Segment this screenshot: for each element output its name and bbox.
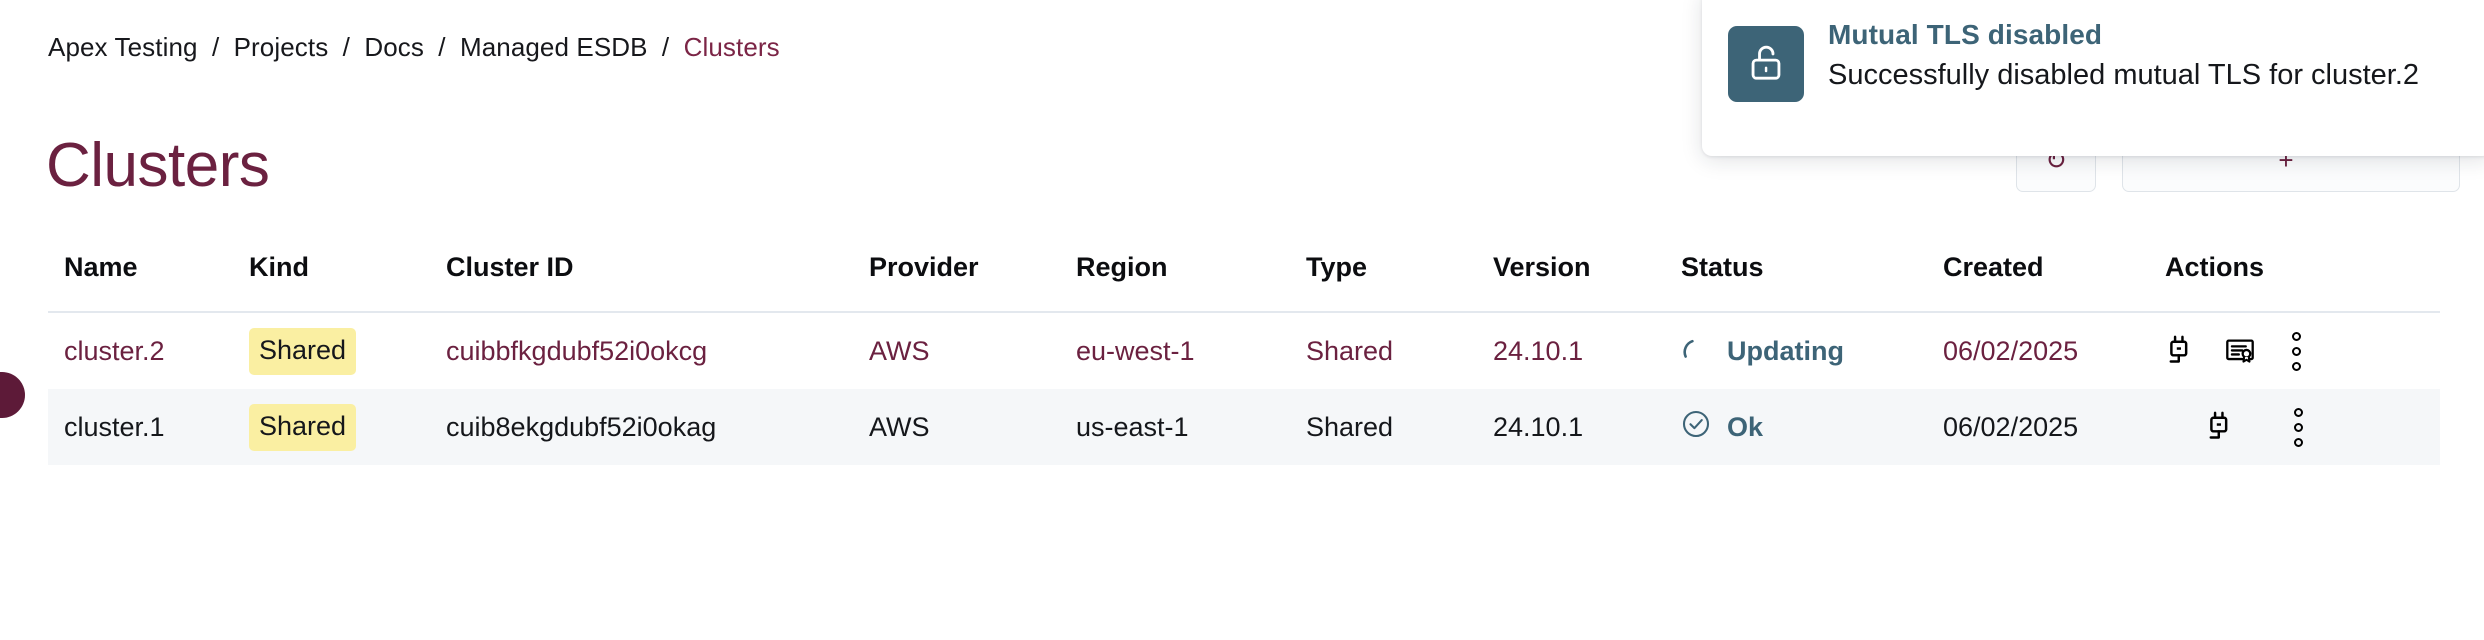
toast-message: Successfully disabled mutual TLS for clu… — [1828, 59, 2420, 91]
column-header-status[interactable]: Status — [1665, 252, 1927, 313]
column-header-cluster-id[interactable]: Cluster ID — [430, 252, 853, 313]
kind-badge: Shared — [249, 403, 357, 451]
cell-actions — [2149, 389, 2440, 465]
breadcrumb-separator: / — [211, 32, 220, 62]
plug-icon[interactable] — [2205, 411, 2235, 443]
column-header-region[interactable]: Region — [1060, 252, 1290, 313]
unlock-icon — [1728, 26, 1804, 102]
column-header-kind[interactable]: Kind — [233, 252, 430, 313]
status-text: Ok — [1727, 411, 1764, 442]
cell-kind: Shared — [233, 312, 430, 389]
cell-created: 06/02/2025 — [1927, 389, 2149, 465]
cell-type: Shared — [1290, 389, 1477, 465]
column-header-provider[interactable]: Provider — [853, 252, 1060, 313]
breadcrumb-item-clusters[interactable]: Clusters — [683, 32, 780, 62]
toast-title: Mutual TLS disabled — [1828, 19, 2103, 50]
table-body: cluster.2 Shared cuibbfkgdubf52i0okcg AW… — [48, 312, 2440, 465]
cell-type: Shared — [1290, 312, 1477, 389]
toast-notification[interactable]: Mutual TLS disabled Successfully disable… — [1702, 0, 2484, 156]
column-header-created[interactable]: Created — [1927, 252, 2149, 313]
kind-badge: Shared — [249, 327, 357, 375]
table-row[interactable]: cluster.1 Shared cuib8ekgdubf52i0okag AW… — [48, 389, 2440, 465]
version-text: 24.10.1 — [1493, 411, 1584, 442]
provider-text: AWS — [869, 335, 930, 366]
kebab-menu-icon[interactable] — [2285, 331, 2307, 371]
region-text: eu-west-1 — [1076, 335, 1195, 366]
cell-created: 06/02/2025 — [1927, 312, 2149, 389]
cell-name: cluster.1 — [48, 389, 233, 465]
breadcrumb-item-managed-esdb[interactable]: Managed ESDB — [459, 32, 648, 62]
created-date: 06/02/2025 — [1943, 335, 2079, 366]
page-title: Clusters — [46, 130, 270, 200]
status-text: Updating — [1727, 335, 1844, 366]
cluster-name-link[interactable]: cluster.2 — [64, 335, 165, 366]
cell-version: 24.10.1 — [1477, 312, 1665, 389]
spinner-icon — [1681, 336, 1711, 366]
region-text: us-east-1 — [1076, 411, 1189, 442]
cell-cluster-id: cuibbfkgdubf52i0okcg — [430, 312, 853, 389]
type-text: Shared — [1306, 411, 1394, 442]
cell-status: Ok — [1665, 389, 1927, 465]
table-header-row: Name Kind Cluster ID Provider Region Typ… — [48, 252, 2440, 313]
table-head: Name Kind Cluster ID Provider Region Typ… — [48, 252, 2440, 313]
cell-name: cluster.2 — [48, 312, 233, 389]
column-header-type[interactable]: Type — [1290, 252, 1477, 313]
clusters-table: Name Kind Cluster ID Provider Region Typ… — [48, 252, 2440, 465]
plug-icon[interactable] — [2165, 335, 2195, 367]
version-text: 24.10.1 — [1493, 335, 1584, 366]
cluster-name-link[interactable]: cluster.1 — [64, 411, 165, 442]
row-indicator-marker — [0, 372, 25, 418]
table-row[interactable]: cluster.2 Shared cuibbfkgdubf52i0okcg AW… — [48, 312, 2440, 389]
cell-provider: AWS — [853, 389, 1060, 465]
cell-actions — [2149, 312, 2440, 389]
check-circle-icon — [1681, 409, 1711, 446]
cell-region: eu-west-1 — [1060, 312, 1290, 389]
type-text: Shared — [1306, 335, 1394, 366]
toast-body: Mutual TLS disabled Successfully disable… — [1828, 18, 2458, 94]
certificate-icon[interactable] — [2225, 335, 2255, 367]
cell-version: 24.10.1 — [1477, 389, 1665, 465]
breadcrumb-item-apex-testing[interactable]: Apex Testing — [48, 32, 198, 62]
cell-provider: AWS — [853, 312, 1060, 389]
breadcrumb-item-projects[interactable]: Projects — [233, 32, 329, 62]
cluster-id-text: cuib8ekgdubf52i0okag — [446, 411, 717, 442]
breadcrumb-separator: / — [342, 32, 350, 62]
cell-status: Updating — [1665, 312, 1927, 389]
kebab-menu-icon[interactable] — [2287, 407, 2309, 447]
breadcrumb: Apex Testing / Projects / Docs / Managed… — [48, 32, 780, 62]
column-header-name[interactable]: Name — [48, 252, 233, 313]
breadcrumb-item-docs[interactable]: Docs — [364, 32, 424, 62]
cluster-id-text: cuibbfkgdubf52i0okcg — [446, 335, 708, 366]
cell-region: us-east-1 — [1060, 389, 1290, 465]
cell-cluster-id: cuib8ekgdubf52i0okag — [430, 389, 853, 465]
clusters-table-container: Name Kind Cluster ID Provider Region Typ… — [48, 252, 2440, 465]
breadcrumb-separator: / — [661, 32, 670, 62]
cell-kind: Shared — [233, 389, 430, 465]
provider-text: AWS — [869, 411, 930, 442]
column-header-version[interactable]: Version — [1477, 252, 1665, 313]
created-date: 06/02/2025 — [1943, 411, 2079, 442]
column-header-actions: Actions — [2149, 252, 2440, 313]
breadcrumb-separator: / — [438, 32, 446, 62]
